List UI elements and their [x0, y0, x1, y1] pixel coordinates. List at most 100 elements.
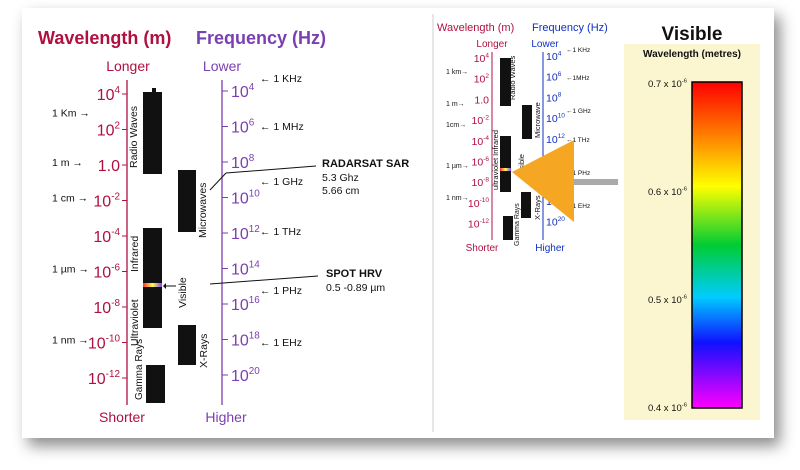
left-wavelength-header: Wavelength (m) — [38, 28, 171, 48]
left-frequency-tick-exponent: 16 — [249, 295, 261, 306]
right-frequency-tick-base: 10 — [546, 72, 558, 84]
right-band-xrays: X-Rays — [533, 195, 542, 220]
left-frequency-marker: ← 1 PHz — [260, 285, 302, 297]
left-microwaves-bar — [178, 170, 196, 232]
left-wavelength-marker: 1 Km → — [52, 107, 90, 119]
left-frequency-tick: 104 — [231, 82, 255, 101]
right-frequency-tick: 106 — [546, 71, 562, 84]
left-shorter-label: Shorter — [99, 409, 145, 425]
right-frequency-tick: 1020 — [546, 216, 565, 229]
visible-scale-labels: 0.7 x 10-60.6 x 10-60.5 x 10-60.4 x 10-6 — [648, 79, 688, 414]
right-gamma-bar — [503, 216, 513, 240]
left-radio-waves-bar — [143, 92, 162, 174]
left-wavelength-tick-exponent: -6 — [111, 262, 120, 273]
visible-color-bar — [691, 81, 743, 409]
left-frequency-tick: 106 — [231, 117, 255, 136]
left-frequency-header: Frequency (Hz) — [196, 28, 326, 48]
annotation-spot-line1: 0.5 -0.89 µm — [326, 282, 385, 294]
left-wavelength-tick-base: 1.0 — [98, 158, 120, 175]
right-longer-label: Longer — [476, 39, 508, 50]
left-frequency-tick-exponent: 20 — [249, 366, 261, 377]
right-wavelength-marker: 1 km→ — [446, 69, 468, 76]
left-wavelength-tick: 10-4 — [93, 227, 120, 246]
left-wavelength-tick-exponent: -12 — [106, 369, 121, 380]
left-frequency-tick-exponent: 14 — [249, 259, 261, 270]
right-frequency-tick-exponent: 4 — [558, 50, 562, 57]
right-band-gamma: Gamma Rays — [514, 203, 521, 246]
right-frequency-marker: ←1 THz — [566, 137, 590, 144]
left-frequency-tick-exponent: 12 — [249, 224, 261, 235]
annotation-radarsat-title: RADARSAT SAR — [322, 158, 409, 170]
right-wavelength-tick-base: 10 — [472, 157, 484, 169]
left-wavelength-tick: 10-12 — [88, 369, 121, 388]
left-wavelength-tick-exponent: -10 — [106, 333, 121, 344]
left-band-visible: Visible — [177, 277, 189, 308]
right-frequency-marker: ←1 KHz — [566, 47, 590, 54]
right-lower-label: Lower — [531, 39, 559, 50]
left-wavelength-tick-base: 10 — [88, 371, 106, 388]
left-frequency-tick-exponent: 6 — [249, 117, 255, 128]
left-band-radio-waves: Radio Waves — [128, 106, 140, 168]
left-frequency-tick-exponent: 18 — [249, 330, 261, 341]
spot-pointer — [209, 275, 319, 285]
right-wavelength-tick: 10-10 — [468, 197, 489, 210]
right-wavelength-tick-base: 10 — [474, 53, 486, 65]
right-frequency-tick-base: 10 — [546, 113, 558, 125]
right-frequency-tick-exponent: 10 — [558, 112, 566, 119]
left-wavelength-tick-base: 10 — [93, 229, 111, 246]
left-band-xrays: X-Rays — [198, 334, 210, 368]
left-longer-label: Longer — [106, 58, 150, 74]
left-wavelength-tick: 10-2 — [93, 191, 120, 210]
left-frequency-tick-exponent: 10 — [249, 188, 261, 199]
left-wavelength-tick-base: 10 — [97, 87, 115, 104]
left-lower-label: Lower — [203, 58, 241, 74]
right-frequency-tick-exponent: 20 — [558, 216, 566, 223]
left-wavelength-tick-exponent: -4 — [111, 227, 120, 238]
left-spectrum-diagram: Wavelength (m) Frequency (Hz) Longer Low… — [38, 28, 409, 425]
right-wavelength-tick: 1.0 — [474, 94, 489, 106]
right-microwave-bar — [522, 105, 532, 139]
annotation-radarsat-line1: 5.3 Ghz — [322, 172, 359, 184]
left-gamma-bar — [146, 365, 165, 403]
right-wavelength-tick: 10-6 — [472, 156, 490, 169]
left-frequency-tick: 1014 — [231, 259, 260, 278]
right-frequency-marker: ←1 PHz — [566, 170, 590, 177]
left-frequency-tick-exponent: 8 — [249, 153, 255, 164]
right-wavelength-tick-exponent: -2 — [483, 114, 489, 121]
right-wavelength-header: Wavelength (m) — [437, 22, 514, 34]
left-wavelength-tick: 102 — [97, 120, 121, 139]
right-frequency-tick: 1010 — [546, 112, 565, 125]
visible-scale-label: 0.7 x 10-6 — [648, 79, 688, 90]
left-frequency-tick-base: 10 — [231, 297, 249, 314]
annotation-spot-title: SPOT HRV — [326, 268, 383, 280]
left-frequency-tick-base: 10 — [231, 191, 249, 208]
left-wavelength-tick-base: 10 — [93, 194, 111, 211]
left-frequency-tick: 108 — [231, 153, 255, 172]
right-wavelength-marker: 1 µm→ — [446, 163, 469, 170]
left-xrays-bar — [178, 325, 196, 365]
right-radio-bar — [500, 58, 511, 106]
visible-scale-label-base: 0.6 x 10 — [648, 187, 682, 198]
left-frequency-tick-base: 10 — [231, 368, 249, 385]
zoom-arrow-head — [512, 140, 574, 222]
visible-scale-label-base: 0.4 x 10 — [648, 403, 682, 414]
left-frequency-marker: ← 1 KHz — [260, 73, 302, 85]
visible-scale-label-exponent: -6 — [682, 79, 688, 85]
visible-scale-label-base: 0.7 x 10 — [648, 79, 682, 90]
left-wavelength-tick: 10-8 — [93, 298, 120, 317]
right-frequency-tick-base: 10 — [546, 134, 558, 146]
right-wavelength-tick-base: 10 — [472, 115, 484, 127]
right-band-radio: Radio Waves — [508, 55, 517, 100]
right-wavelength-tick-exponent: 4 — [485, 52, 489, 59]
visible-scale-label-exponent: -6 — [682, 187, 688, 193]
left-wavelength-tick-base: 10 — [88, 336, 106, 353]
right-wavelength-tick-exponent: -8 — [483, 176, 489, 183]
right-frequency-header: Frequency (Hz) — [532, 22, 608, 34]
right-wavelength-tick-base: 10 — [474, 74, 486, 86]
right-band-uv-ir: ultraviolet Infrared — [491, 130, 500, 190]
left-frequency-tick: 1012 — [231, 224, 260, 243]
left-frequency-tick: 1018 — [231, 330, 260, 349]
right-wavelength-tick-exponent: -4 — [483, 135, 489, 142]
radarsat-pointer-a — [209, 172, 227, 191]
